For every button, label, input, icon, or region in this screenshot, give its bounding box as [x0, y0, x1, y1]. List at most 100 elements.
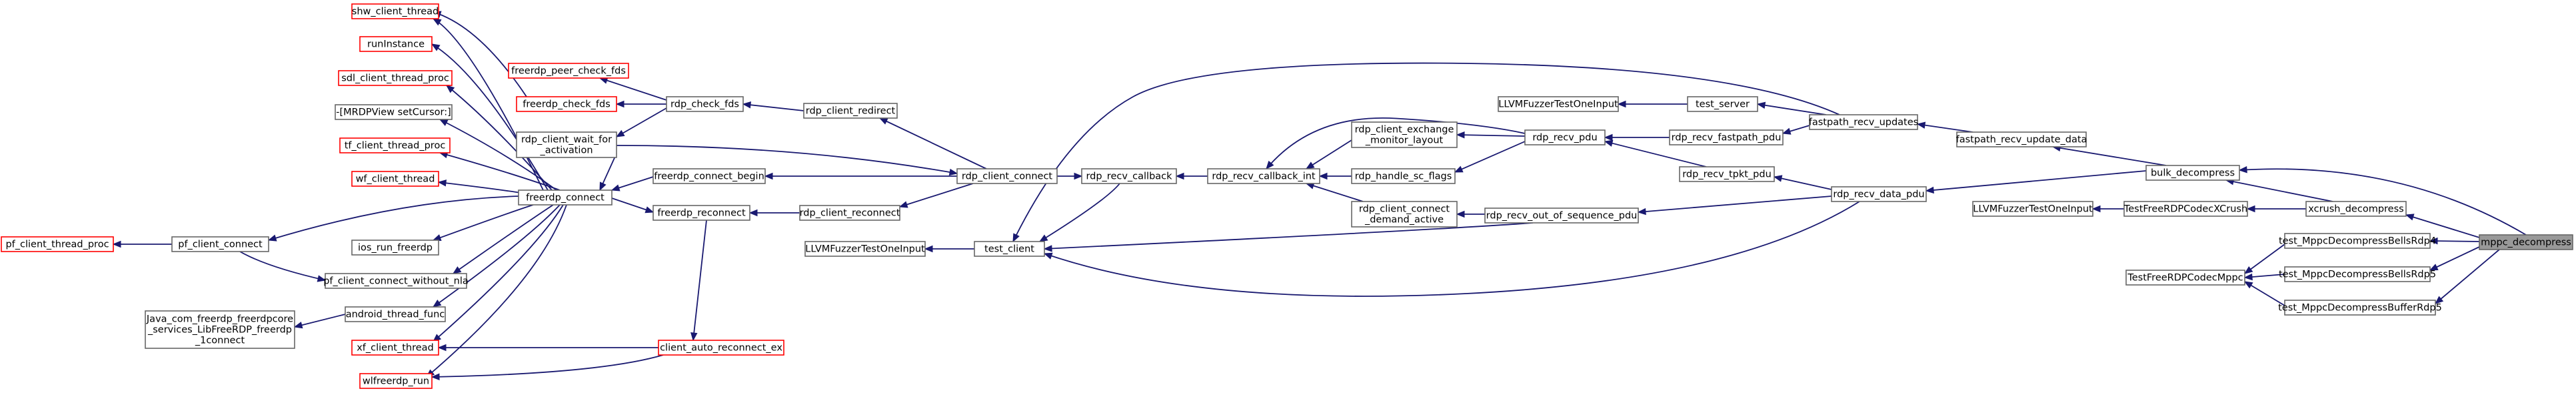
call-edge-line — [1306, 183, 1364, 202]
function-node-pf_client_thread_proc[interactable]: pf_client_thread_proc — [1, 236, 114, 252]
function-node-rdp_recv_callback[interactable]: rdp_recv_callback — [1081, 168, 1177, 184]
arrowhead-icon — [1454, 165, 1464, 173]
arrowhead-icon — [1175, 172, 1184, 180]
function-node-mrdpview_setcursor[interactable]: -[MRDPView setCursor:] — [335, 104, 453, 120]
function-node-TestFreeRDPCodecXCrush[interactable]: TestFreeRDPCodecXCrush — [2123, 201, 2248, 217]
function-node-label: runInstance — [367, 39, 425, 50]
function-node-label: wf_client_thread — [356, 174, 435, 185]
function-node-box — [171, 236, 269, 252]
function-node-rdp_recv_callback_int[interactable]: rdp_recv_callback_int — [1207, 168, 1320, 184]
arrowhead-icon — [644, 206, 654, 214]
function-node-pf_client_connect[interactable]: pf_client_connect — [171, 236, 269, 252]
function-node-bulk_decompress[interactable]: bulk_decompress — [2145, 165, 2240, 181]
function-node-shw_client_thread[interactable]: shw_client_thread — [351, 3, 439, 19]
function-node-wlfreerdp_run[interactable]: wlfreerdp_run — [359, 373, 433, 389]
call-edge-test_client-to-rdp_recv_out_of_sequence_pdu — [1043, 222, 1534, 252]
function-node-rdp_client_connect[interactable]: rdp_client_connect — [956, 168, 1058, 184]
function-node-test_buffer_rdp5[interactable]: test_MppcDecompressBufferRdp5 — [2278, 300, 2442, 316]
function-node-rdp_check_fds[interactable]: rdp_check_fds — [666, 96, 744, 112]
call-edge-rdp_client_reconnect-to-rdp_client_connect — [898, 183, 974, 208]
call-edge-bulk_decompress-to-mppc_decompress — [2238, 166, 2527, 236]
arrowhead-icon — [1617, 100, 1626, 108]
arrowhead-icon — [437, 179, 447, 187]
call-edge-line — [1774, 176, 1832, 190]
call-edges — [112, 11, 2527, 381]
function-node-test_client[interactable]: test_client — [974, 241, 1045, 257]
function-node-rdp_client_reconnect[interactable]: rdp_client_reconnect — [799, 205, 900, 221]
call-edge-line — [446, 85, 553, 191]
function-node-ios_run_freerdp[interactable]: ios_run_freerdp — [351, 240, 439, 256]
function-node-box — [351, 340, 439, 356]
arrowhead-icon — [432, 18, 442, 26]
function-node-rdp_client_redirect[interactable]: rdp_client_redirect — [803, 103, 898, 119]
call-edge-line — [1306, 139, 1352, 169]
function-node-label: rdp_handle_sc_flags — [1355, 171, 1452, 182]
arrowhead-icon — [2405, 214, 2415, 221]
function-node-llvm_fuzzer_2[interactable]: LLVMFuzzerTestOneInput — [1972, 201, 2093, 217]
function-node-TestFreeRDPCodecMppc[interactable]: TestFreeRDPCodecMppc — [2125, 270, 2245, 286]
function-node-box — [1484, 208, 1639, 224]
function-node-java_connect[interactable]: Java_com_freerdp_freerdpcore_services_Li… — [145, 310, 295, 349]
function-node-xcrush_decompress[interactable]: xcrush_decompress — [2305, 201, 2407, 217]
call-edge-rdp_recv_callback_int-to-rdp_client_connect_demand_active — [1305, 182, 1364, 202]
function-node-freerdp_check_fds[interactable]: freerdp_check_fds — [516, 96, 617, 112]
call-edge-line — [1604, 141, 1707, 167]
function-node-label: freerdp_peer_check_fds — [511, 66, 626, 77]
call-edge-line — [616, 145, 958, 174]
call-edge-TestFreeRDPCodecXCrush-to-xcrush_decompress — [2246, 205, 2306, 213]
function-node-label: rdp_client_connect — [1359, 204, 1450, 215]
function-node-rdp_recv_fastpath_pdu[interactable]: rdp_recv_fastpath_pdu — [1669, 129, 1784, 145]
call-edge-llvm_fuzzer_2-to-TestFreeRDPCodecXCrush — [2091, 205, 2124, 213]
function-node-fastpath_recv_update_data[interactable]: fastpath_recv_update_data — [1956, 131, 2087, 147]
function-node-wf_client_thread[interactable]: wf_client_thread — [351, 171, 439, 187]
function-node-rdp_recv_tpkt_pdu[interactable]: rdp_recv_tpkt_pdu — [1679, 166, 1775, 182]
function-node-freerdp_connect_begin[interactable]: freerdp_connect_begin — [652, 168, 766, 184]
call-edge-rdp_recv_out_of_sequence_pdu-to-rdp_recv_data_pdu — [1637, 195, 1832, 216]
function-node-label: ios_run_freerdp — [358, 243, 433, 254]
function-node-test_server[interactable]: test_server — [1687, 96, 1758, 112]
call-edge-rdp_client_wait_for_activation-to-rdp_check_fds — [615, 107, 667, 137]
arrowhead-icon — [1038, 234, 1048, 242]
arrowhead-icon — [742, 101, 752, 109]
function-node-label: tf_client_thread_proc — [345, 141, 446, 151]
arrowhead-icon — [1604, 139, 1614, 147]
arrowhead-icon — [2243, 281, 2253, 289]
function-node-fastpath_recv_updates[interactable]: fastpath_recv_updates — [1809, 114, 1918, 130]
call-edge-rdp_recv_callback_int-to-rdp_recv_pdu — [1266, 117, 1526, 170]
function-node-rdp_client_exchange_monitor_layout[interactable]: rdp_client_exchange_monitor_layout — [1351, 121, 1458, 148]
call-edge-pf_client_connect-to-freerdp_connect — [267, 195, 519, 242]
function-node-rdp_handle_sc_flags[interactable]: rdp_handle_sc_flags — [1351, 168, 1456, 184]
function-node-label: fastpath_recv_updates — [1809, 117, 1918, 128]
function-node-sdl_client_thread_proc[interactable]: sdl_client_thread_proc — [338, 70, 453, 86]
function-node-pf_client_connect_without_nla[interactable]: pf_client_connect_without_nla — [323, 273, 469, 289]
function-node-freerdp_reconnect[interactable]: freerdp_reconnect — [652, 205, 750, 221]
function-node-llvm_fuzzer_3[interactable]: LLVMFuzzerTestOneInput — [804, 241, 926, 257]
function-node-llvm_fuzzer_1[interactable]: LLVMFuzzerTestOneInput — [1498, 96, 1619, 112]
function-node-client_auto_reconnect_ex[interactable]: client_auto_reconnect_ex — [658, 340, 784, 356]
arrowhead-icon — [267, 234, 277, 242]
function-node-freerdp_peer_check_fds[interactable]: freerdp_peer_check_fds — [508, 63, 629, 79]
function-node-tf_client_thread_proc[interactable]: tf_client_thread_proc — [339, 137, 451, 153]
arrowhead-icon — [2429, 237, 2438, 245]
function-node-rdp_client_wait_for_activation[interactable]: rdp_client_wait_for_activation — [516, 131, 617, 158]
function-node-runInstance[interactable]: runInstance — [359, 36, 433, 52]
call-edge-freerdp_reconnect-to-freerdp_connect — [611, 197, 654, 214]
function-node-freerdp_connect[interactable]: freerdp_connect — [518, 189, 613, 206]
function-node-test_bells_rdp5[interactable]: test_MppcDecompressBellsRdp5 — [2279, 266, 2436, 282]
function-node-label: mppc_decompress — [2481, 238, 2571, 248]
function-node-rdp_recv_data_pdu[interactable]: rdp_recv_data_pdu — [1831, 186, 1927, 202]
call-edge-line — [433, 11, 527, 97]
function-node-rdp_client_connect_demand_active[interactable]: rdp_client_connect_demand_active — [1351, 201, 1458, 228]
arrowhead-icon — [924, 245, 933, 253]
function-node-xf_client_thread[interactable]: xf_client_thread — [351, 340, 439, 356]
function-node-rdp_recv_out_of_sequence_pdu[interactable]: rdp_recv_out_of_sequence_pdu — [1484, 208, 1639, 224]
arrowhead-icon — [431, 43, 441, 51]
function-node-test_bells_rdp4[interactable]: test_MppcDecompressBellsRdp4 — [2279, 233, 2436, 249]
arrowhead-icon — [1916, 121, 1926, 129]
function-node-rdp_recv_pdu[interactable]: rdp_recv_pdu — [1524, 129, 1606, 145]
call-edge-line — [439, 152, 561, 191]
function-node-box — [359, 373, 433, 389]
function-node-android_thread_func[interactable]: android_thread_func — [345, 306, 446, 322]
call-edge-line — [433, 204, 534, 241]
arrowhead-icon — [112, 240, 121, 248]
